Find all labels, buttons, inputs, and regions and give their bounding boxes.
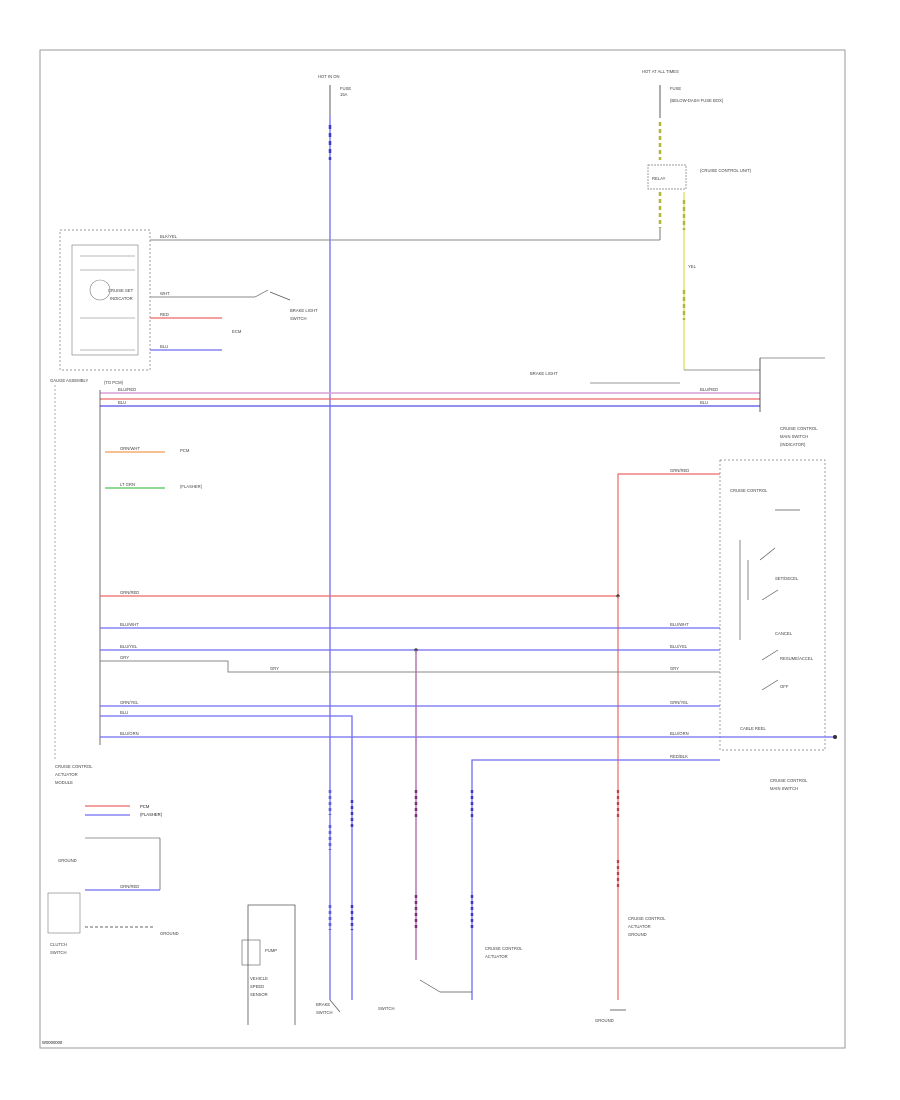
wire-label-w4: BLU xyxy=(160,344,168,349)
gauge-side-label: ECM xyxy=(232,329,242,334)
wire-label-w17b: GRY xyxy=(270,666,279,671)
wire-label-w16b: BLU/ORN xyxy=(670,731,689,736)
top-center-fuse-line3: 15A xyxy=(340,92,348,97)
bottom-mid-line1: VEHICLE xyxy=(250,976,268,981)
left-side-line4: GROUND xyxy=(58,858,77,863)
relay-note: (CRUISE CONTROL UNIT) xyxy=(700,168,752,173)
top-center-fuse: HOT IN ON FUSE 15A xyxy=(318,74,351,115)
wire-label-w2: WHT xyxy=(160,291,170,296)
wire-label-w12b: BLU/YEL xyxy=(670,644,688,649)
top-right-fuse-line2: FUSE xyxy=(670,86,681,91)
bottom-purple-label: SWITCH xyxy=(378,1006,395,1011)
bottom-pump-label: PUMP xyxy=(265,948,277,953)
frame-code: W0000000 xyxy=(42,1040,63,1045)
top-center-fuse-line1: HOT IN ON xyxy=(318,74,340,79)
wire-label-w9: GRN/RED xyxy=(670,468,689,473)
bus-note: BRAKE LIGHT xyxy=(530,371,558,376)
left-side-line1: PCM xyxy=(140,804,150,809)
bus-label-1: BLU/RED xyxy=(118,387,136,392)
wire-label-w8: LT GRN xyxy=(120,482,135,487)
bottom-switch-blue: BRAKE SWITCH xyxy=(316,999,341,1015)
bottom-right-line2: ACTUATOR xyxy=(628,924,651,929)
bottom-mid2-line2: SWITCH xyxy=(316,1010,333,1015)
bus-label-2: BLU xyxy=(118,400,126,405)
top-right-fuse-line3: (BELOW-DASH FUSE BOX) xyxy=(670,98,724,103)
wire-label-w1: BLK/YEL xyxy=(160,234,178,239)
bottom-switch-purple: SWITCH CRUISE CONTROL ACTUATOR xyxy=(378,946,523,1011)
diagram-frame xyxy=(39,49,846,1049)
switch-note1: CRUISE CONTROL xyxy=(770,778,808,783)
bottom-right-ground: CRUISE CONTROL ACTUATOR GROUND GROUND xyxy=(595,916,666,1023)
wire-label-w11b: BLU/WHT xyxy=(670,622,689,627)
left-ground-label: GROUND xyxy=(160,931,179,936)
brake-light-switch: BRAKE LIGHT SWITCH xyxy=(254,289,318,321)
gauge-indicator-label: INDICATOR xyxy=(110,296,133,301)
pcm-label-2: (FLASHER) xyxy=(180,484,203,489)
switch-sw1: SET/DECEL xyxy=(775,576,799,581)
wire-label-w11: BLU/WHT xyxy=(120,622,139,627)
yellow-wire-label: YEL xyxy=(688,264,697,269)
top-center-fuse-line2: FUSE xyxy=(340,86,351,91)
bottom-far-right-line1: CRUISE CONTROL xyxy=(485,946,523,951)
switch-sw2: RESUME/ACCEL xyxy=(780,656,814,661)
relay-label: RELAY xyxy=(652,176,666,181)
wire-label-w16: BLU/ORN xyxy=(120,731,139,736)
wire-label-w13: GRN/YEL xyxy=(120,700,139,705)
gauge-title: GAUGE ASSEMBLY xyxy=(50,378,89,383)
module-right-line2: MAIN SWITCH xyxy=(780,434,808,439)
bottom-mid-line3: SENSOR xyxy=(250,992,268,997)
wire-label-w9b: GRN/RED xyxy=(120,590,139,595)
bottom-far-right-line2: ACTUATOR xyxy=(485,954,508,959)
wire-label-w14: BLU xyxy=(120,710,128,715)
brake-switch-line2: SWITCH xyxy=(290,316,307,321)
switch-sw4: OFF xyxy=(780,684,789,689)
gauge-cluster: CRUISE SET INDICATOR GAUGE ASSEMBLY (TO … xyxy=(50,229,151,385)
gauge-inner-label: CRUISE SET xyxy=(108,288,134,293)
bottom-right-ground-label: GROUND xyxy=(595,1018,614,1023)
wire-label-w3: RED xyxy=(160,312,169,317)
switch-title: CRUISE CONTROL xyxy=(730,488,768,493)
bottom-pump: PUMP VEHICLE SPEED SENSOR xyxy=(241,904,296,1025)
bottom-mid2-line1: BRAKE xyxy=(316,1002,330,1007)
wire-label-w17c: GRY xyxy=(670,666,679,671)
bottom-right-line1: CRUISE CONTROL xyxy=(628,916,666,921)
left-side-line2: (FLASHER) xyxy=(140,812,163,817)
module-right-line1: CRUISE CONTROL xyxy=(780,426,818,431)
bottom-right-line3: GROUND xyxy=(628,932,647,937)
bus-label-4: BLU xyxy=(700,400,708,405)
left-module-line2: ACTUATOR xyxy=(55,772,78,777)
top-right-fuse-line1: HOT AT ALL TIMES xyxy=(642,69,679,74)
pcm-label-1: PCM xyxy=(180,448,190,453)
relay-box xyxy=(647,164,687,190)
wire-label-w12: BLU/YEL xyxy=(120,644,138,649)
switch-sw3: CANCEL xyxy=(775,631,793,636)
gauge-pcm: (TO PCM) xyxy=(104,380,124,385)
brake-switch-line1: BRAKE LIGHT xyxy=(290,308,318,313)
switch-spring: CABLE REEL xyxy=(740,726,767,731)
bottom-left-line2: SWITCH xyxy=(50,950,67,955)
bus-label-3: BLU/RED xyxy=(700,387,718,392)
wire-label-w5: GRN/RED xyxy=(120,884,139,889)
left-module: CRUISE CONTROL ACTUATOR MODULE PCM (FLAS… xyxy=(47,764,179,955)
bottom-mid-line2: SPEED xyxy=(250,984,264,989)
left-module-line3: MODULE xyxy=(55,780,73,785)
wire-label-w17: GRY xyxy=(120,655,129,660)
bottom-left-line1: CLUTCH xyxy=(50,942,67,947)
wire-label-w15: RED/BLK xyxy=(670,754,688,759)
wire-label-w13b: GRN/YEL xyxy=(670,700,689,705)
top-right-fuse: HOT AT ALL TIMES FUSE (BELOW-DASH FUSE B… xyxy=(642,69,760,371)
module-right-line3: (INDICATOR) xyxy=(780,442,806,447)
switch-note2: MAIN SWITCH xyxy=(770,786,798,791)
wire-label-w7: ORN/WHT xyxy=(120,446,140,451)
left-module-line1: CRUISE CONTROL xyxy=(55,764,93,769)
cruise-control-switch-module: CRUISE CONTROL MAIN SWITCH (INDICATOR) C… xyxy=(719,426,826,791)
